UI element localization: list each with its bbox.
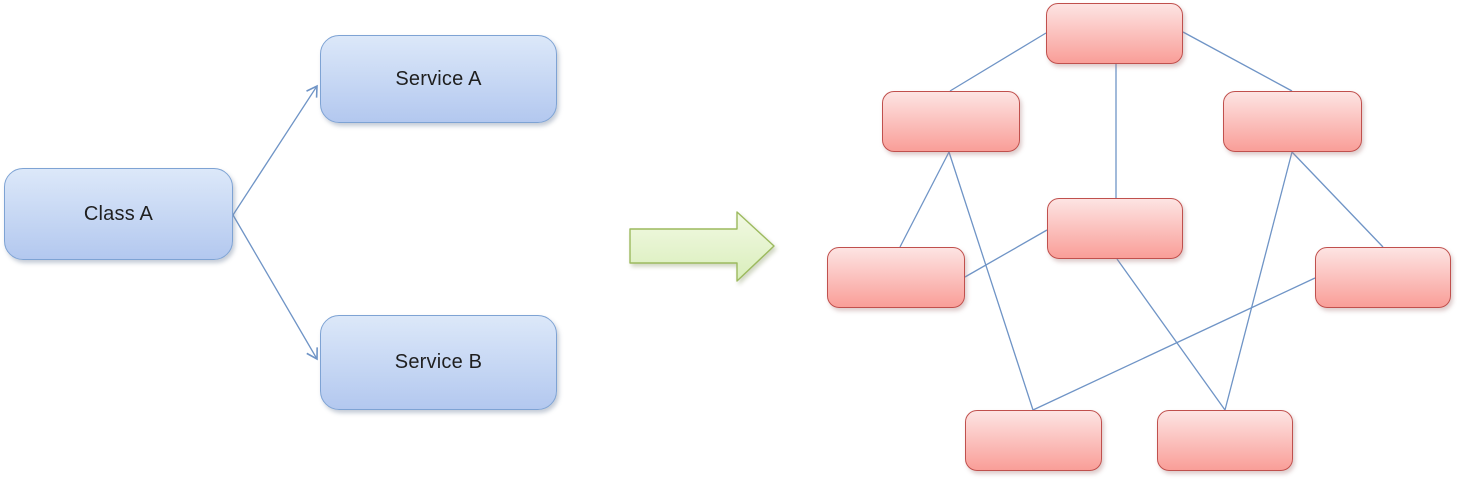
- edge-r-upper-right-to-r-bottom-right: [1224, 151, 1293, 411]
- edge-class-a-to-service-a: [232, 84, 318, 216]
- edge-r-mid-center-to-r-bottom-right: [1116, 258, 1226, 411]
- r-bottom-left-node: [965, 410, 1102, 471]
- edge-r-upper-left-to-r-mid-left: [899, 151, 950, 248]
- service-b-label: Service B: [394, 351, 483, 373]
- r-mid-left-node: [827, 247, 965, 308]
- class-a-node: Class A: [4, 168, 233, 260]
- r-upper-right-node: [1223, 91, 1362, 152]
- service-a-node: Service A: [320, 35, 557, 123]
- r-top-node: [1046, 3, 1183, 64]
- class-a-label: Class A: [83, 202, 154, 225]
- transform-arrow-icon: [629, 211, 775, 282]
- r-bottom-right-node: [1157, 410, 1293, 471]
- service-b-node: Service B: [320, 315, 557, 410]
- edge-r-top-to-r-upper-left: [949, 32, 1047, 92]
- edge-class-a-to-service-b: [232, 214, 318, 361]
- edge-r-top-to-r-upper-right: [1182, 31, 1293, 92]
- network-edges: [899, 31, 1384, 411]
- edge-r-bottom-left-to-r-mid-right: [1032, 277, 1316, 411]
- r-mid-center-node: [1047, 198, 1183, 259]
- edge-r-upper-left-to-r-bottom-left: [948, 151, 1034, 411]
- r-upper-left-node: [882, 91, 1020, 152]
- edge-r-upper-right-to-r-mid-right: [1291, 151, 1384, 248]
- edge-r-mid-left-to-r-mid-center: [964, 229, 1048, 278]
- mapping-arrows: [232, 84, 318, 361]
- service-a-label: Service A: [395, 67, 482, 90]
- r-mid-right-node: [1315, 247, 1451, 308]
